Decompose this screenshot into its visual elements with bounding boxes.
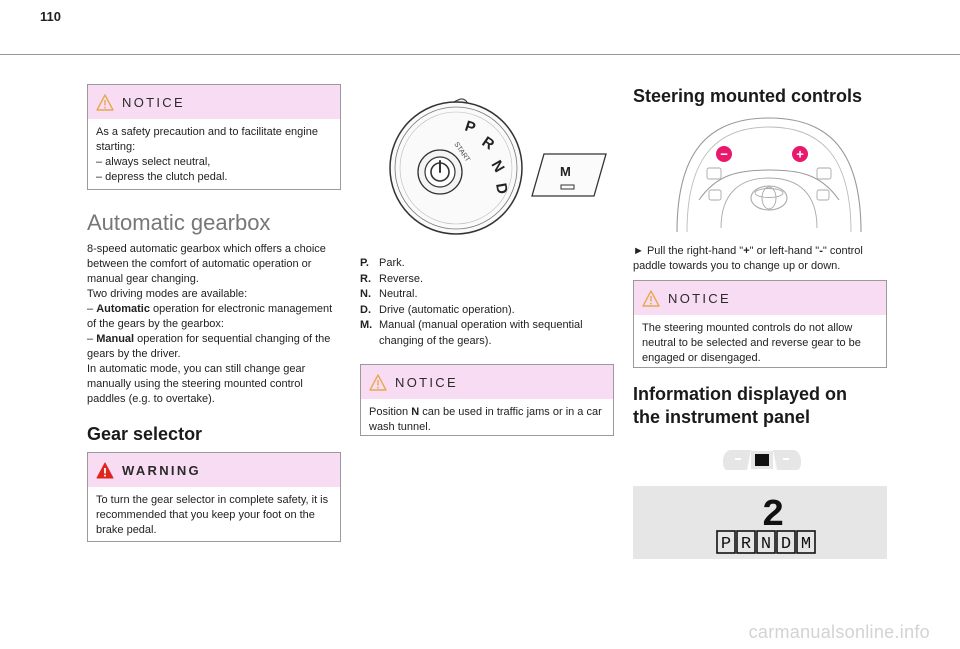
mode-dash: –	[87, 333, 97, 345]
notice-text-bold: N	[411, 406, 420, 418]
gearbox-modes-paragraph: Two driving modes are available:	[87, 288, 248, 300]
gear-box-p: P	[721, 535, 731, 554]
notice-text-pre: Position	[369, 406, 412, 418]
mode-manual-label: Manual	[96, 333, 135, 345]
steering-instruction: ► Pull the right-hand "+" or left-hand "…	[633, 244, 887, 274]
heading-line-1: Information displayed on	[633, 384, 848, 404]
plus-label: +	[796, 147, 804, 162]
gearbox-paddles-paragraph: In automatic mode, you can still change …	[87, 363, 306, 405]
gear-box-r: R	[741, 535, 751, 554]
gear-row-neutral: N. Neutral.	[360, 287, 614, 303]
paddle-minus-marker	[716, 146, 732, 162]
warning-body: To turn the gear selector in complete sa…	[96, 494, 329, 536]
warning-header: WARNING	[88, 453, 340, 487]
instr-mid: " or left-hand "	[749, 245, 820, 257]
mode-automatic-item: – Automatic operation for electronic man…	[87, 302, 341, 332]
notice-header: NOTICE	[361, 365, 613, 399]
gear-desc: Park.	[379, 257, 405, 269]
caution-triangle-icon	[642, 289, 660, 307]
instrument-panel-gear-display: 2 P R N D M	[633, 486, 887, 559]
gear-box-m: M	[801, 535, 811, 554]
heading-line-2: the instrument panel	[633, 407, 811, 427]
display-pod-icon	[722, 450, 802, 470]
steering-wheel-illustration: − +	[676, 117, 862, 232]
heading-steering-controls: Steering mounted controls	[633, 86, 863, 106]
automatic-gearbox-text: 8-speed automatic gearbox which offers a…	[87, 242, 341, 407]
gear-desc: Manual (manual operation with sequential…	[379, 319, 583, 347]
gear-row-park: P. Park.	[360, 256, 614, 272]
notice-body: As a safety precaution and to facilitate…	[88, 119, 340, 193]
mode-automatic-desc: operation for electronic management of t…	[87, 303, 333, 330]
notice-item-clutch: – depress the clutch pedal.	[96, 171, 228, 183]
gear-row-reverse: R. Reverse.	[360, 272, 614, 288]
notice-item-neutral: – always select neutral,	[96, 156, 211, 168]
dial-letter-p: P	[463, 118, 478, 137]
notice-box-neutral: NOTICE Position N can be used in traffic…	[360, 364, 614, 436]
notice-title: NOTICE	[122, 94, 185, 110]
mode-manual-desc: operation for sequential changing of the…	[87, 333, 331, 360]
gear-desc: Neutral.	[379, 288, 418, 300]
dial-letter-d: D	[492, 182, 511, 196]
heading-instrument-panel: Information displayed on the instrument …	[633, 383, 887, 429]
gear-key: M.	[360, 319, 373, 331]
notice-body: The steering mounted controls do not all…	[642, 322, 861, 364]
gear-desc: Drive (automatic operation).	[379, 303, 515, 316]
top-rule	[0, 54, 960, 55]
notice-body: Position N can be used in traffic jams o…	[361, 399, 613, 443]
notice-box-steering: NOTICE The steering mounted controls do …	[633, 280, 887, 368]
notice-header: NOTICE	[88, 85, 340, 119]
manual-paddle-label: M	[560, 164, 571, 179]
notice-intro: As a safety precaution and to facilitate…	[96, 126, 318, 153]
instr-minus: -	[819, 245, 823, 257]
mode-automatic-label: Automatic	[96, 303, 150, 315]
gear-key: P.	[360, 257, 369, 269]
gear-key: N.	[360, 288, 371, 300]
caution-triangle-icon	[369, 373, 387, 391]
gear-row-drive: D. Drive (automatic operation).	[360, 303, 614, 319]
gear-positions-list: P. Park. R. Reverse. N. Neutral. D. Drive (a…	[360, 256, 614, 349]
gear-desc: Reverse.	[379, 272, 424, 285]
notice-title: NOTICE	[395, 374, 458, 390]
gear-key: D.	[360, 303, 371, 316]
gear-box-n: N	[761, 535, 771, 554]
mode-dash: –	[87, 303, 97, 315]
instr-pre: ► Pull the right-hand "	[633, 245, 744, 257]
warning-title: WARNING	[122, 462, 201, 478]
heading-automatic-gearbox: Automatic gearbox	[87, 210, 271, 235]
paddle-plus-marker	[792, 146, 808, 162]
heading-gear-selector: Gear selector	[87, 424, 203, 444]
minus-label: −	[720, 147, 728, 162]
page-number: 110	[40, 9, 61, 24]
current-gear-digit: 2	[762, 494, 785, 537]
mode-manual-item: – Manual operation for sequential changi…	[87, 332, 341, 362]
watermark: carmanualsonline.info	[748, 622, 930, 642]
instr-post: " control paddle towards you to change u…	[633, 245, 863, 272]
notice-header: NOTICE	[634, 281, 886, 315]
gear-selector-dial-illustration: START P R N D M	[389, 98, 607, 235]
gearbox-intro-paragraph: 8-speed automatic gearbox which offers a…	[87, 243, 326, 285]
warning-box-gear-selector: WARNING To turn the gear selector in com…	[87, 452, 341, 542]
caution-triangle-icon	[96, 93, 114, 111]
warning-triangle-icon	[96, 462, 114, 478]
gear-row-manual: M. Manual (manual operation with sequenti…	[360, 318, 614, 349]
notice-title: NOTICE	[668, 290, 731, 306]
notice-text-post: can be used in traffic jams or in a car …	[369, 406, 602, 433]
notice-box-engine-start: NOTICE As a safety precaution and to fac…	[87, 84, 341, 190]
instr-plus: +	[743, 245, 750, 257]
gear-box-d: D	[781, 535, 791, 554]
gear-key: R.	[360, 272, 371, 285]
